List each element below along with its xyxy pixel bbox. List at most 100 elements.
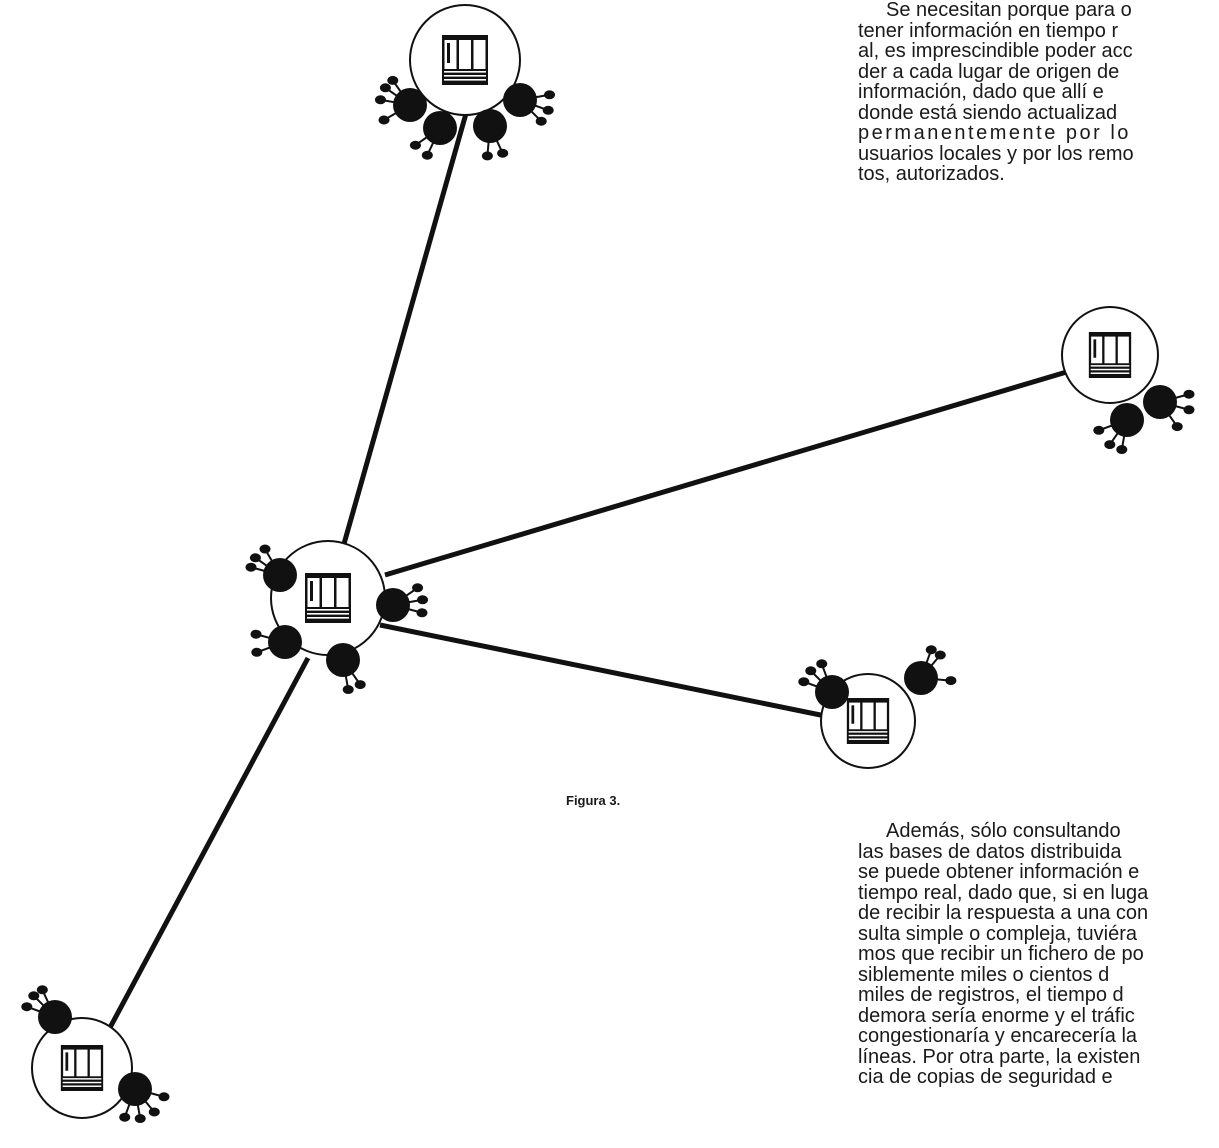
terminal-endpoint xyxy=(250,629,262,639)
terminal-endpoint xyxy=(542,105,554,115)
node-top xyxy=(374,4,556,161)
cabinet-door-panel xyxy=(459,40,471,69)
terminal-endpoint xyxy=(544,90,556,100)
cabinet-door-panel xyxy=(875,702,887,730)
text-line: cia de copias de seguridad e xyxy=(858,1066,1113,1088)
text-column-top: Se necesitan porque para o tener informa… xyxy=(858,0,1219,185)
text-line: demora sería enorme y el tráfic xyxy=(858,1004,1135,1027)
terminal-node xyxy=(326,643,360,677)
text-line: mos que recibir un fichero de po xyxy=(858,943,1144,965)
cabinet-handle xyxy=(1093,339,1097,358)
cabinet-base-stripe xyxy=(62,1081,102,1084)
figure-caption: Figura 3. xyxy=(566,793,621,808)
cabinet-handle xyxy=(447,43,450,63)
text-line: congestionaría y encarecería la xyxy=(858,1025,1138,1047)
link-hub-to-right-node xyxy=(384,362,1091,578)
terminal-endpoint xyxy=(925,645,937,655)
text-column-bottom: Además, sólo consultando las bases de da… xyxy=(858,821,1219,1088)
terminal-endpoint xyxy=(387,75,399,85)
terminal-endpoint xyxy=(1104,440,1116,450)
text-line: al, es imprescindible poder acc xyxy=(858,40,1133,62)
text-line: tiempo real, dado que, si en luga xyxy=(858,881,1149,904)
terminal-node xyxy=(263,558,297,592)
terminal-endpoint xyxy=(1183,405,1195,415)
cabinet-base-stripe xyxy=(307,609,349,611)
cabinet-door-panel xyxy=(336,578,349,607)
terminal-endpoint xyxy=(934,650,946,660)
terminal-endpoint xyxy=(481,151,493,161)
cabinet-door-panel xyxy=(1117,336,1129,364)
cabinet-base-stripe xyxy=(444,79,486,81)
terminal-endpoint xyxy=(251,647,263,657)
cabinet-door-panel xyxy=(322,578,334,607)
text-line: tos, autorizados. xyxy=(858,163,1005,185)
terminal-endpoint xyxy=(1116,445,1128,455)
cabinet-door-panel xyxy=(76,1049,88,1077)
terminal-endpoint xyxy=(798,677,810,687)
terminal-endpoint xyxy=(1183,389,1195,399)
text-line: de recibir la respuesta a una con xyxy=(858,902,1149,924)
cabinet-handle xyxy=(310,581,313,601)
terminal-endpoint xyxy=(378,115,390,125)
cabinet-door-panel xyxy=(1091,336,1103,364)
link-hub-to-top-node xyxy=(335,109,470,566)
link-hub-to-bottom-left-node xyxy=(95,656,311,1052)
terminal-node xyxy=(904,661,938,695)
cabinet-door-panel xyxy=(862,702,874,730)
cabinet-base-stripe xyxy=(848,738,888,740)
cabinet-base-stripe xyxy=(307,617,349,619)
terminal-endpoint xyxy=(417,595,429,605)
cabinet-base-stripe xyxy=(1090,365,1130,367)
text-line: Se necesitan porque para o xyxy=(886,0,1132,21)
cabinet-base-stripe xyxy=(307,613,349,615)
cabinet-base-stripe xyxy=(444,75,486,77)
terminal-node xyxy=(1110,403,1144,437)
terminal-endpoint xyxy=(134,1114,146,1124)
cabinet-base-stripe xyxy=(848,731,888,733)
link-hub-to-middle-right-node xyxy=(379,622,846,723)
cabinet-base-stripe xyxy=(848,734,888,737)
terminal-endpoint xyxy=(374,95,386,105)
terminal-endpoint xyxy=(158,1092,170,1102)
terminal-endpoint xyxy=(379,83,391,93)
terminal-endpoint xyxy=(119,1112,131,1122)
terminal-endpoint xyxy=(36,985,48,995)
node-right xyxy=(1061,306,1195,455)
terminal-endpoint xyxy=(28,991,40,1001)
terminal-endpoint xyxy=(1093,425,1105,435)
terminal-endpoint xyxy=(1171,422,1183,432)
terminal-endpoint xyxy=(342,685,354,695)
terminal-node xyxy=(1143,385,1177,419)
cabinet-base-stripe xyxy=(1090,368,1130,371)
terminal-endpoint xyxy=(259,544,271,554)
terminal-node xyxy=(423,111,457,145)
node-middle-right xyxy=(798,645,957,769)
terminal-node xyxy=(376,588,410,622)
terminal-endpoint xyxy=(409,140,421,150)
text-line: usuarios locales y por los remo xyxy=(858,142,1134,165)
terminal-endpoint xyxy=(816,659,828,669)
terminal-endpoint xyxy=(535,116,547,126)
text-line: donde está siendo actualizad xyxy=(858,101,1118,124)
cabinet-door-panel xyxy=(307,578,320,607)
text-line: tener información en tiempo r xyxy=(858,19,1119,42)
text-line: sulta simple o compleja, tuviéra xyxy=(858,922,1138,945)
cabinet-door-panel xyxy=(473,40,486,69)
text-line: der a cada lugar de origen de xyxy=(858,60,1120,83)
terminal-node xyxy=(268,625,302,659)
cabinet-base-stripe xyxy=(62,1078,102,1080)
terminal-endpoint xyxy=(945,676,957,686)
cabinet-base-stripe xyxy=(62,1085,102,1087)
terminal-node xyxy=(38,1000,72,1034)
network-links xyxy=(95,109,1091,1052)
terminal-node xyxy=(393,88,427,122)
cabinet-base-stripe xyxy=(444,71,486,73)
text-line: siblemente miles o cientos d xyxy=(858,963,1110,986)
terminal-node xyxy=(815,675,849,709)
text-line: líneas. Por otra parte, la existen xyxy=(858,1045,1141,1068)
network-nodes xyxy=(21,4,1195,1124)
terminal-endpoint xyxy=(421,150,433,160)
terminal-node xyxy=(473,109,507,143)
cabinet-door-panel xyxy=(1104,336,1116,364)
